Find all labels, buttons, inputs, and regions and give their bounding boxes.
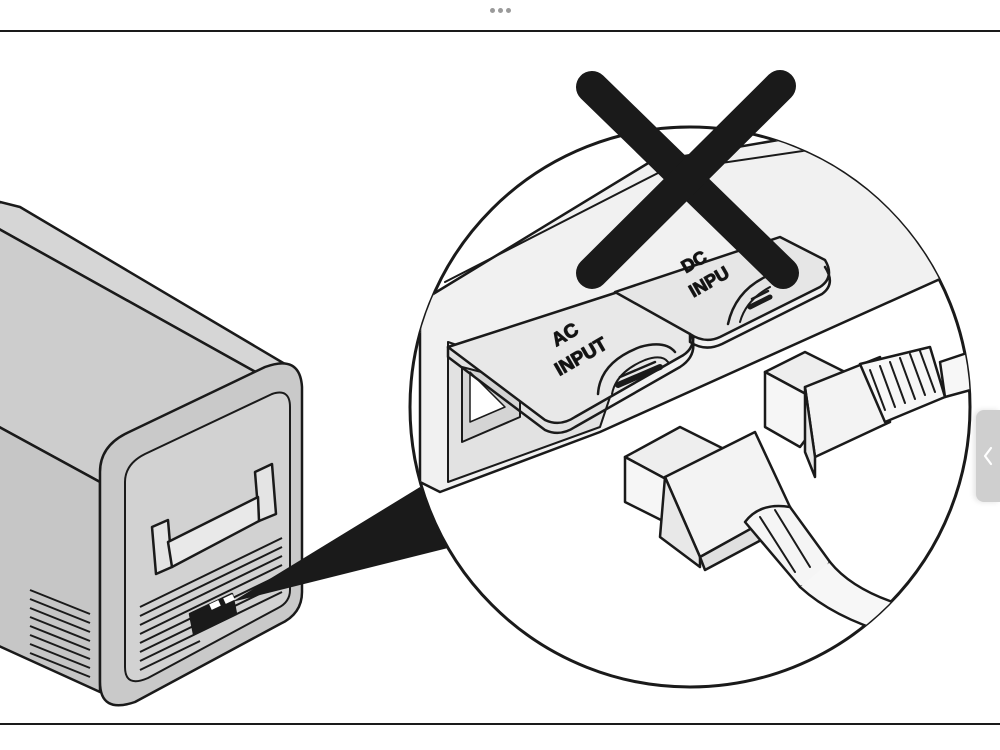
dot-icon: [489, 7, 495, 13]
dot-icon: [505, 7, 511, 13]
ac-input-flap: [446, 290, 695, 435]
power-station-illustration: AC INPUT DC INPU: [0, 70, 972, 707]
chevron-left-icon: [983, 446, 993, 466]
x-mark-icon: [576, 70, 799, 289]
power-station-unit: [0, 200, 304, 707]
input-ports-small: [188, 592, 238, 636]
magnified-view: AC INPUT DC INPU: [408, 125, 972, 689]
carry-handle: [150, 462, 278, 576]
side-panel-toggle[interactable]: [976, 410, 1000, 502]
dot-icon: [497, 7, 503, 13]
side-vents: [29, 589, 91, 678]
callout-pointer: [232, 487, 452, 602]
more-options-handle[interactable]: [482, 2, 518, 18]
dc-plug: [763, 340, 970, 479]
image-frame: AC INPUT DC INPU: [0, 30, 1000, 725]
